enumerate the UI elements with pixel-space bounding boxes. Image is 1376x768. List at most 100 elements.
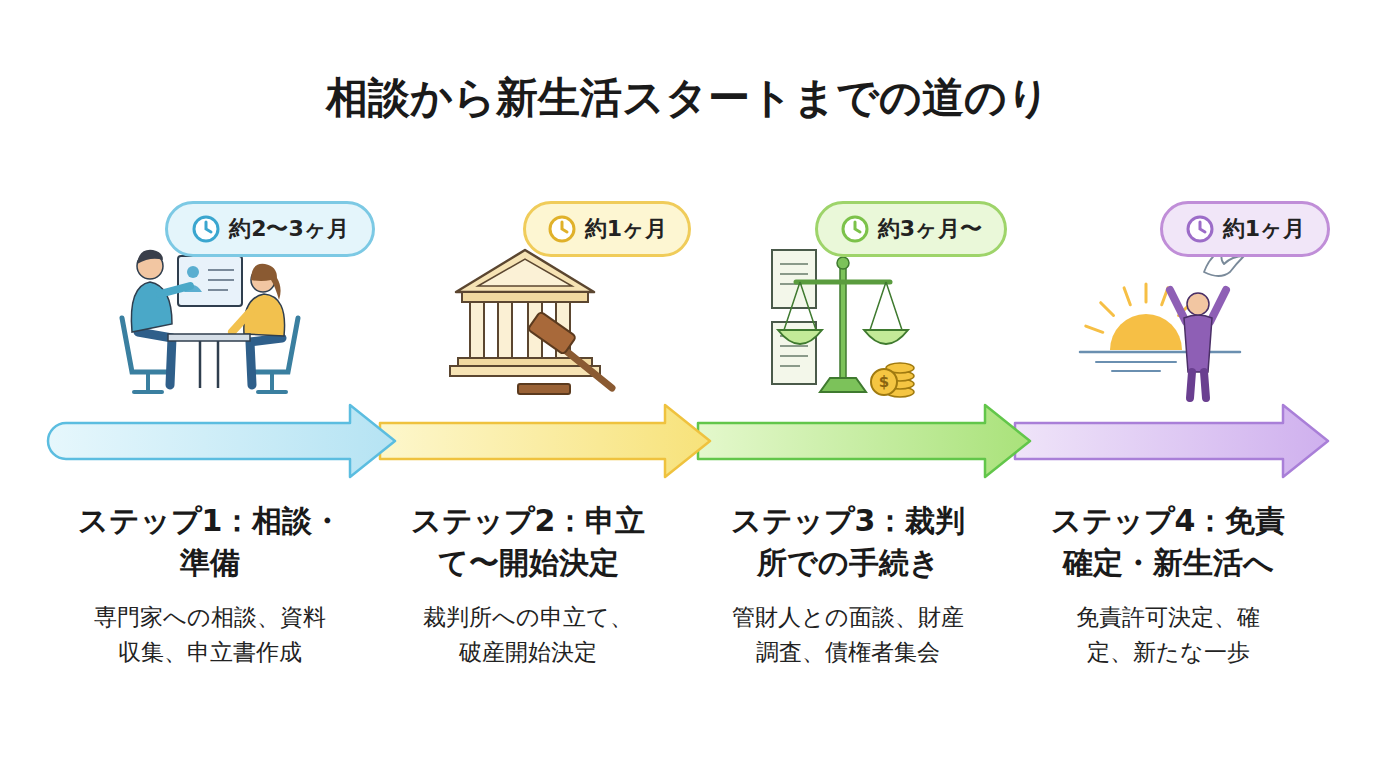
- duration-badge: 約1ヶ月: [523, 201, 691, 257]
- scales-illustration-part: [780, 273, 808, 275]
- step-title: ステップ2：申立て〜開始決定: [407, 500, 649, 584]
- sunrise-illustration-part: [1101, 303, 1114, 316]
- sunrise-illustration-part: [1080, 351, 1240, 354]
- scales-illustration: [772, 250, 914, 397]
- sunrise-illustration-part: [1124, 288, 1130, 305]
- sunrise-illustration-part: [1210, 290, 1226, 322]
- clock-icon: [840, 214, 870, 244]
- clock-icon: [547, 214, 577, 244]
- sunrise-illustration-part: [1112, 370, 1160, 372]
- coin-symbol: $: [879, 373, 889, 391]
- courthouse-illustration-part: [518, 384, 570, 394]
- arrow-segment: [48, 405, 395, 477]
- courthouse-illustration-part: [450, 366, 600, 376]
- sunrise-illustration-part: [1096, 361, 1176, 363]
- consultation-illustration-part: [168, 334, 250, 341]
- scales-illustration-part: [820, 378, 866, 392]
- clock-hands: [206, 222, 211, 232]
- clock-icon: [1185, 214, 1215, 244]
- step-arrow: ステップ1：相談・準備専門家への相談、資料収集、申立書作成: [48, 403, 395, 479]
- sunrise-illustration-part: [1170, 290, 1186, 322]
- scales-illustration-part: [871, 369, 897, 395]
- sunrise-illustration-part: [1086, 326, 1103, 332]
- consultation-illustration-part: [187, 266, 199, 278]
- scales-illustration-part: [800, 282, 816, 330]
- consultation-illustration-part: [160, 286, 190, 294]
- duration-badge: 約3ヶ月〜: [815, 201, 1007, 257]
- duration-text: 約3ヶ月〜: [878, 214, 982, 244]
- clock-face: [550, 217, 574, 241]
- step-description: 管財人との面談、財産調査、債権者集会: [727, 600, 969, 670]
- scales-illustration-part: [837, 257, 849, 269]
- step-description: 免責許可決定、確定、新たな一歩: [1071, 600, 1266, 670]
- arrow-segment: [698, 405, 1030, 477]
- consultation-illustration-part: [232, 312, 250, 332]
- consultation-illustration-part: [208, 269, 234, 271]
- step-title: ステップ3：裁判所での手続き: [727, 500, 969, 584]
- duration-text: 約1ヶ月: [585, 214, 667, 244]
- sunrise-illustration-part: [1110, 314, 1182, 350]
- consultation-illustration-part: [208, 289, 228, 291]
- sunrise-illustration-part: [1145, 284, 1148, 302]
- courthouse-illustration-part: [478, 259, 572, 286]
- consultation-illustration-part: [270, 372, 274, 390]
- scales-illustration-part: [870, 282, 886, 330]
- step-arrow: ステップ4：免責確定・新生活へ免責許可決定、確定、新たな一歩: [1015, 403, 1328, 479]
- clock-face: [194, 217, 218, 241]
- clock-hands: [562, 222, 567, 232]
- courthouse-illustration: [450, 250, 612, 394]
- scales-illustration-part: [864, 330, 908, 344]
- consultation-illustration-part: [178, 256, 242, 306]
- arrow-outline: [48, 403, 395, 479]
- courthouse-illustration-part: [498, 302, 512, 358]
- courthouse-illustration-part: [528, 311, 577, 354]
- scales-illustration-part: [784, 282, 800, 330]
- arrow-segment: [380, 405, 710, 477]
- sunrise-illustration-part: [1187, 293, 1209, 315]
- consultation-illustration-part: [138, 332, 172, 385]
- consultation-illustration: [122, 250, 298, 392]
- scales-illustration-part: [780, 345, 808, 347]
- scales-illustration-part: [796, 280, 890, 285]
- courthouse-illustration-part: [462, 292, 588, 302]
- consultation-illustration-part: [199, 341, 202, 388]
- clock-face: [843, 217, 867, 241]
- consultation-illustration-part: [258, 390, 286, 394]
- clock-hands: [855, 222, 860, 232]
- sunrise-illustration-part: [1190, 372, 1206, 398]
- duration-text: 約2〜3ヶ月: [229, 214, 349, 244]
- step-title: ステップ4：免責確定・新生活へ: [1047, 500, 1289, 584]
- courthouse-illustration-part: [560, 346, 612, 388]
- diagram-title: 相談から新生活スタートまでの道のり: [0, 70, 1376, 126]
- arrow-segment: [1015, 405, 1328, 477]
- consultation-illustration-part: [251, 264, 281, 300]
- sunrise-illustration: [1080, 250, 1244, 398]
- step-title: ステップ1：相談・準備: [74, 500, 346, 584]
- consultation-illustration-part: [250, 338, 282, 385]
- scales-illustration-part: [780, 365, 800, 367]
- consultation-illustration-part: [134, 390, 162, 394]
- scales-illustration-part: [780, 263, 808, 265]
- clock-face: [1188, 217, 1212, 241]
- consultation-illustration-part: [217, 341, 220, 388]
- duration-badge: 約2〜3ヶ月: [165, 201, 375, 257]
- scales-illustration-part: [840, 268, 846, 380]
- courthouse-illustration-part: [470, 302, 484, 358]
- clock-hands: [1200, 222, 1205, 232]
- scales-illustration-part: [780, 355, 808, 357]
- duration-text: 約1ヶ月: [1223, 214, 1305, 244]
- step-description: 裁判所への申立て、破産開始決定: [419, 600, 637, 670]
- clock-icon: [191, 214, 221, 244]
- arrow-outline: [1015, 403, 1328, 479]
- consultation-illustration-part: [137, 250, 163, 264]
- sunrise-illustration-part: [1184, 315, 1212, 372]
- scales-illustration-part: [886, 282, 902, 330]
- duration-badge: 約1ヶ月: [1160, 201, 1330, 257]
- arrow-outline: [698, 403, 1030, 479]
- step-description: 専門家への相談、資料収集、申立書作成: [89, 600, 331, 670]
- consultation-illustration-part: [146, 372, 150, 390]
- scales-illustration-part: [778, 330, 822, 344]
- step-arrow: ステップ2：申立て〜開始決定裁判所への申立て、破産開始決定: [380, 403, 710, 479]
- step-arrow: ステップ3：裁判所での手続き管財人との面談、財産調査、債権者集会: [698, 403, 1030, 479]
- arrow-outline: [380, 403, 710, 479]
